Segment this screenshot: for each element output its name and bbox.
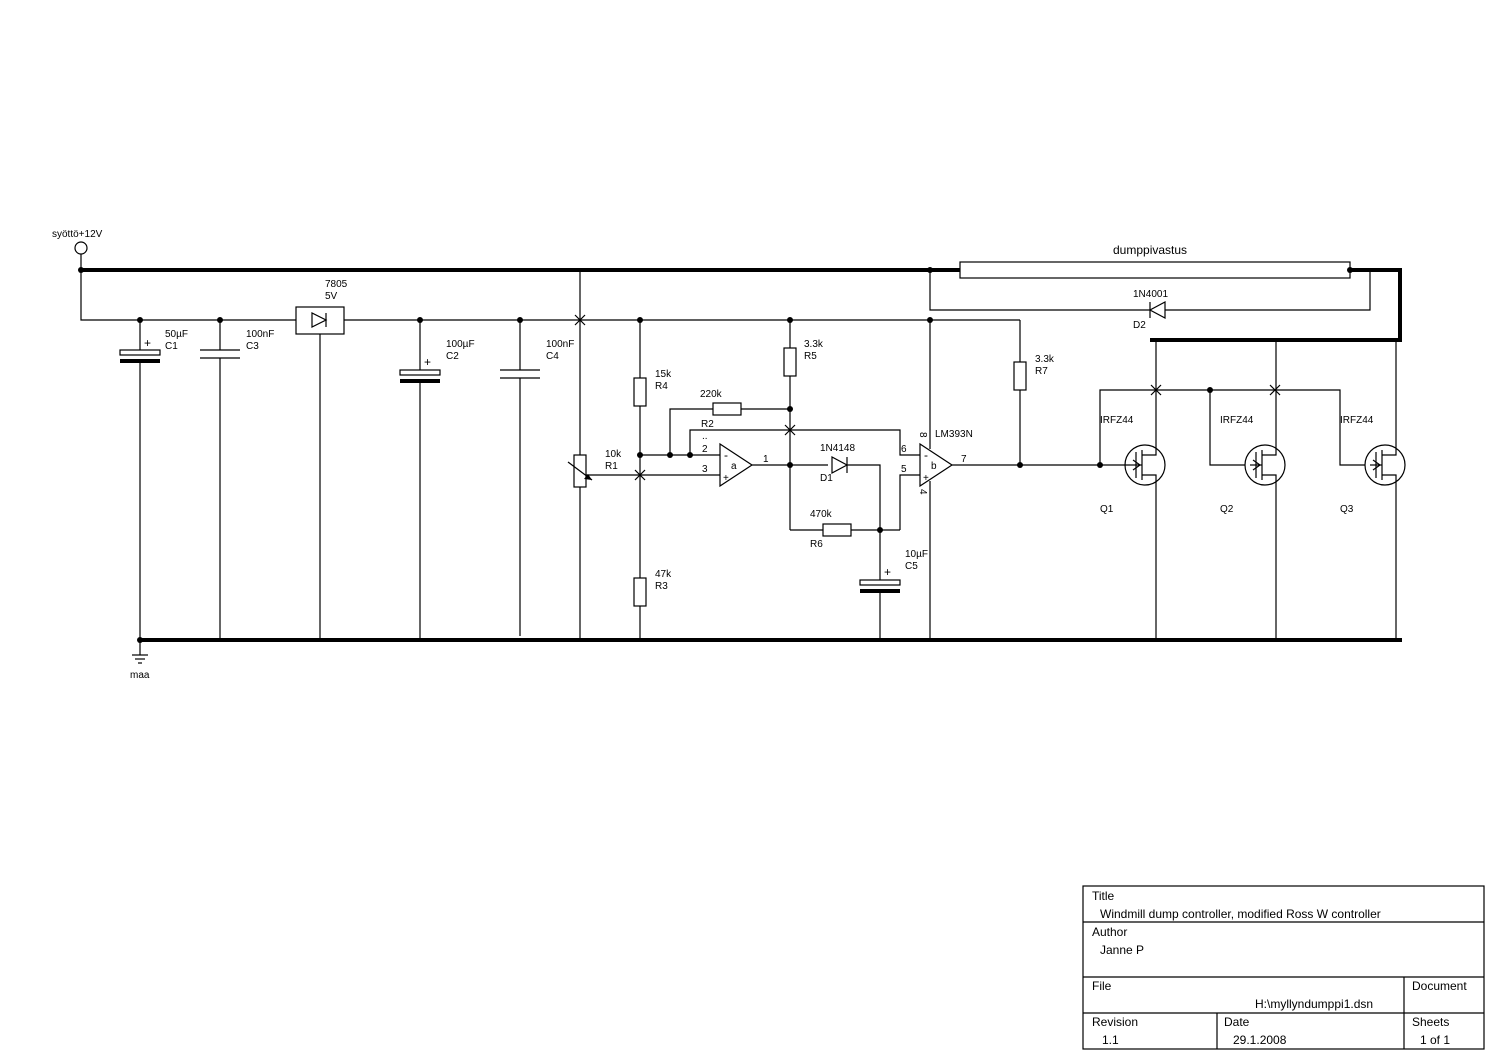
resistor-r6: 470k R6 bbox=[790, 474, 920, 550]
regulator-voltage: 5V bbox=[325, 291, 338, 302]
q3-ref: Q3 bbox=[1340, 504, 1354, 515]
file-value: H:\myllyndumppi1.dsn bbox=[1255, 997, 1373, 1011]
r7-ref: R7 bbox=[1035, 366, 1048, 377]
pin-b-plus: 5 bbox=[901, 464, 907, 475]
mosfet-q2: IRFZ44 Q2 bbox=[1220, 340, 1286, 640]
diode-d1: 1N4148 D1 bbox=[820, 443, 881, 530]
mosfet-q3: IRFZ44 Q3 bbox=[1340, 340, 1406, 640]
diode-d2: 1N4001 D2 bbox=[929, 270, 1371, 331]
c3-ref: C3 bbox=[246, 341, 259, 352]
pin-b-out: 7 bbox=[961, 454, 967, 465]
q1-ref: Q1 bbox=[1100, 504, 1114, 515]
r2-value: 220k bbox=[700, 389, 723, 400]
capacitor-c2: + 100µF C2 bbox=[399, 317, 475, 640]
capacitor-c1: + 50µF C1 bbox=[119, 317, 188, 640]
d2-ref: D2 bbox=[1133, 320, 1146, 331]
comparator-a-unit: a bbox=[731, 461, 737, 472]
c5-value: 10µF bbox=[905, 549, 928, 560]
pin-a-plus: 3 bbox=[702, 464, 708, 475]
c1-value: 50µF bbox=[165, 329, 188, 340]
c2-ref: C2 bbox=[446, 351, 459, 362]
svg-text:+: + bbox=[884, 565, 891, 579]
title-value: Windmill dump controller, modified Ross … bbox=[1100, 907, 1381, 921]
c1-ref: C1 bbox=[165, 341, 178, 352]
dump-load-resistor: dumppivastus bbox=[927, 243, 1353, 279]
r6-ref: R6 bbox=[810, 539, 823, 550]
mosfet-q1: IRFZ44 Q1 bbox=[1100, 340, 1166, 640]
capacitor-c4: 100nF C4 bbox=[500, 317, 574, 636]
ground-symbol-icon: maa bbox=[130, 637, 150, 681]
c4-value: 100nF bbox=[546, 339, 574, 350]
d1-ref: D1 bbox=[820, 473, 833, 484]
q2-ref: Q2 bbox=[1220, 504, 1234, 515]
pin-a-out: 1 bbox=[763, 454, 769, 465]
r3-value: 47k bbox=[655, 569, 672, 580]
c4-ref: C4 bbox=[546, 351, 559, 362]
svg-text:+: + bbox=[144, 336, 151, 350]
d1-value: 1N4148 bbox=[820, 443, 855, 454]
svg-text:+: + bbox=[923, 473, 929, 484]
q1-value: IRFZ44 bbox=[1100, 415, 1134, 426]
title-block: Title Windmill dump controller, modified… bbox=[1082, 885, 1485, 1050]
document-label: Document bbox=[1412, 979, 1467, 993]
capacitor-c3: 100nF C3 bbox=[200, 317, 274, 640]
sheets-value: 1 of 1 bbox=[1420, 1033, 1450, 1047]
regulator-7805: 7805 5V bbox=[295, 279, 348, 640]
ground-label: maa bbox=[130, 670, 150, 681]
d2-value: 1N4001 bbox=[1133, 289, 1168, 300]
resistor-r3: 47k R3 bbox=[633, 569, 672, 640]
date-value: 29.1.2008 bbox=[1233, 1033, 1287, 1047]
supply-label: syöttö+12V bbox=[52, 229, 103, 240]
comparator-a: - + a .. 2 3 1 bbox=[640, 429, 920, 488]
r3-ref: R3 bbox=[655, 581, 668, 592]
r7-value: 3.3k bbox=[1035, 354, 1055, 365]
author-label: Author bbox=[1092, 925, 1127, 939]
file-label: File bbox=[1092, 979, 1112, 993]
r1-ref: R1 bbox=[605, 461, 618, 472]
comparator-b-unit: b bbox=[931, 461, 937, 472]
comparator-part: LM393N bbox=[935, 429, 973, 440]
resistor-r4: 15k R4 bbox=[633, 317, 672, 578]
q3-value: IRFZ44 bbox=[1340, 415, 1374, 426]
c5-ref: C5 bbox=[905, 561, 918, 572]
revision-value: 1.1 bbox=[1102, 1033, 1119, 1047]
pin-gnd: 4 bbox=[917, 489, 928, 495]
revision-label: Revision bbox=[1092, 1015, 1138, 1029]
svg-text:+: + bbox=[424, 355, 431, 369]
date-label: Date bbox=[1224, 1015, 1250, 1029]
gate-bus bbox=[1097, 384, 1370, 468]
comparator-b: - + b 6 5 8 4 LM393N 7 bbox=[901, 317, 1100, 640]
r4-ref: R4 bbox=[655, 381, 668, 392]
svg-text:-: - bbox=[924, 448, 928, 462]
pin-a-minus: 2 bbox=[702, 444, 708, 455]
resistor-r5: 3.3k R5 bbox=[783, 317, 824, 530]
five-volt-rail-wires bbox=[80, 270, 1021, 362]
regulator-value: 7805 bbox=[325, 279, 348, 290]
svg-text:-: - bbox=[724, 448, 728, 462]
sheets-label: Sheets bbox=[1412, 1015, 1449, 1029]
pin-b-minus: 6 bbox=[901, 444, 907, 455]
author-value: Janne P bbox=[1100, 943, 1144, 957]
r5-value: 3.3k bbox=[804, 339, 824, 350]
resistor-r2: 220k R2 bbox=[640, 389, 793, 458]
supply-terminal: syöttö+12V bbox=[52, 229, 103, 273]
r5-ref: R5 bbox=[804, 351, 817, 362]
r4-value: 15k bbox=[655, 369, 672, 380]
pin-a-dots: .. bbox=[702, 431, 708, 442]
resistor-r7: 3.3k R7 bbox=[1013, 354, 1055, 468]
r2-ref: R2 bbox=[701, 419, 714, 430]
c2-value: 100µF bbox=[446, 339, 475, 350]
r1-value: 10k bbox=[605, 449, 622, 460]
c3-value: 100nF bbox=[246, 329, 274, 340]
svg-text:+: + bbox=[723, 473, 729, 484]
title-label: Title bbox=[1092, 889, 1115, 903]
r6-value: 470k bbox=[810, 509, 833, 520]
dump-load-return-bus bbox=[1150, 268, 1402, 342]
potentiometer-r1: 10k R1 bbox=[567, 270, 640, 640]
dump-load-label: dumppivastus bbox=[1113, 243, 1187, 257]
q2-value: IRFZ44 bbox=[1220, 415, 1254, 426]
capacitor-c5: + 10µF C5 bbox=[859, 530, 928, 640]
pin-vcc: 8 bbox=[917, 432, 928, 438]
